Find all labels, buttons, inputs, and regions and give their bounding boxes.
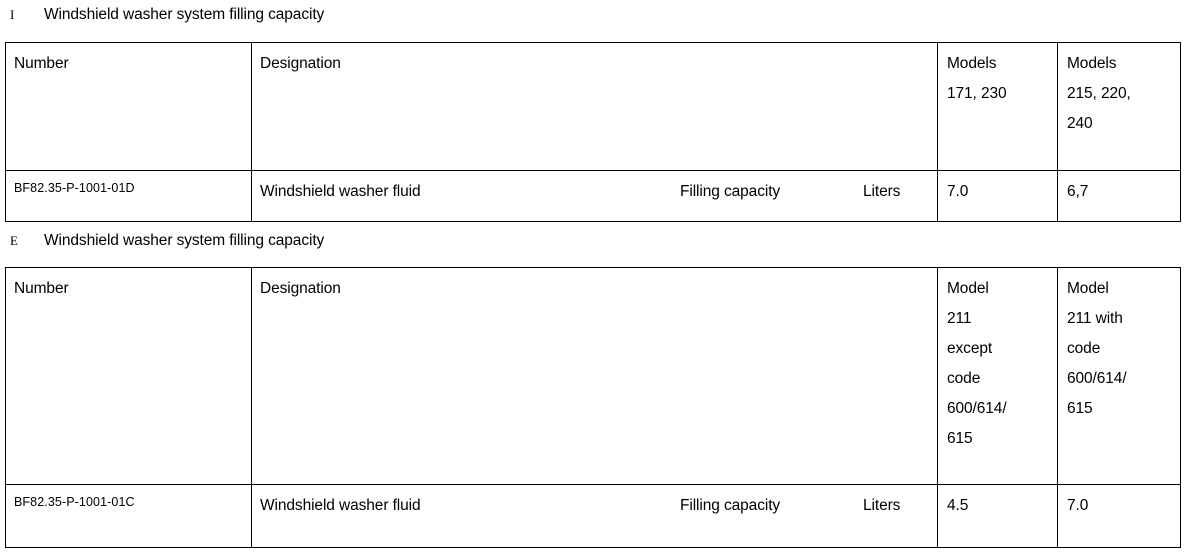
filling-capacity-table-2: Number Designation Model 211 except code… bbox=[5, 267, 1181, 548]
row-number-value: BF82.35-P-1001-01C bbox=[14, 495, 135, 509]
table-header-row: Number Designation Models 171, 230 Model… bbox=[5, 42, 1181, 171]
cell-value-model-b: 6,7 bbox=[1057, 170, 1181, 222]
header-cell-number: Number bbox=[5, 267, 252, 485]
header-number-label: Number bbox=[14, 280, 69, 297]
header-model-b-line-1: Models bbox=[1067, 55, 1117, 72]
header-cell-model-b: Models 215, 220, 240 bbox=[1057, 42, 1181, 171]
row-value-b: 6,7 bbox=[1067, 183, 1089, 200]
header-model-a-line-1: Model bbox=[947, 280, 989, 297]
row-number-value: BF82.35-P-1001-01D bbox=[14, 181, 135, 195]
header-model-b-line-2: 215, 220, bbox=[1067, 85, 1131, 102]
header-number-label: Number bbox=[14, 55, 69, 72]
row-unit-label: Liters bbox=[863, 183, 901, 200]
header-model-a-line-2: 171, 230 bbox=[947, 85, 1007, 102]
header-model-a-line-5: 600/614/ bbox=[947, 400, 1007, 417]
header-cell-number: Number bbox=[5, 42, 252, 171]
table-row: BF82.35-P-1001-01C Windshield washer flu… bbox=[5, 484, 1181, 548]
header-model-a-line-6: 615 bbox=[947, 430, 973, 447]
row-attribute-label: Filling capacity bbox=[680, 497, 781, 514]
cell-number: BF82.35-P-1001-01D bbox=[5, 170, 252, 222]
header-model-a-line-1: Models bbox=[947, 55, 997, 72]
section-letter: I bbox=[10, 7, 15, 22]
header-model-b-line-5: 615 bbox=[1067, 400, 1093, 417]
header-cell-designation: Designation bbox=[251, 267, 938, 485]
table-row: BF82.35-P-1001-01D Windshield washer flu… bbox=[5, 170, 1181, 222]
cell-value-model-a: 4.5 bbox=[937, 484, 1058, 548]
table-header-row: Number Designation Model 211 except code… bbox=[5, 267, 1181, 485]
header-designation-label: Designation bbox=[260, 280, 341, 297]
header-model-b-line-3: code bbox=[1067, 340, 1101, 357]
row-value-a: 4.5 bbox=[947, 497, 969, 514]
header-cell-designation: Designation bbox=[251, 42, 938, 171]
header-cell-model-a: Model 211 except code 600/614/ 615 bbox=[937, 267, 1058, 485]
row-designation-group: Windshield washer fluid Filling capacity… bbox=[252, 171, 937, 227]
section-title: Windshield washer system filling capacit… bbox=[44, 232, 325, 249]
header-model-a-lines: Models 171, 230 bbox=[938, 43, 1057, 109]
header-designation-label: Designation bbox=[260, 55, 341, 72]
header-model-a-line-4: code bbox=[947, 370, 981, 387]
header-model-b-line-3: 240 bbox=[1067, 115, 1093, 132]
row-designation-value: Windshield washer fluid bbox=[260, 497, 421, 514]
section-heading-2: E Windshield washer system filling capac… bbox=[10, 232, 324, 250]
header-model-b-lines: Model 211 with code 600/614/ 615 bbox=[1058, 268, 1180, 424]
cell-value-model-a: 7.0 bbox=[937, 170, 1058, 222]
row-designation-value: Windshield washer fluid bbox=[260, 183, 421, 200]
header-model-a-line-2: 211 bbox=[947, 310, 972, 327]
filling-capacity-table-1: Number Designation Models 171, 230 Model… bbox=[5, 42, 1181, 222]
row-attribute-label: Filling capacity bbox=[680, 183, 781, 200]
section-title: Windshield washer system filling capacit… bbox=[44, 6, 325, 23]
cell-designation: Windshield washer fluid Filling capacity… bbox=[251, 484, 938, 548]
section-heading-1: I Windshield washer system filling capac… bbox=[10, 6, 324, 24]
header-model-a-lines: Model 211 except code 600/614/ 615 bbox=[938, 268, 1057, 454]
cell-number: BF82.35-P-1001-01C bbox=[5, 484, 252, 548]
row-value-a: 7.0 bbox=[947, 183, 969, 200]
header-model-b-line-1: Model bbox=[1067, 280, 1109, 297]
row-designation-group: Windshield washer fluid Filling capacity… bbox=[252, 485, 937, 553]
header-cell-model-a: Models 171, 230 bbox=[937, 42, 1058, 171]
header-model-a-line-3: except bbox=[947, 340, 993, 357]
cell-designation: Windshield washer fluid Filling capacity… bbox=[251, 170, 938, 222]
header-cell-model-b: Model 211 with code 600/614/ 615 bbox=[1057, 267, 1181, 485]
cell-value-model-b: 7.0 bbox=[1057, 484, 1181, 548]
header-model-b-line-4: 600/614/ bbox=[1067, 370, 1127, 387]
row-value-b: 7.0 bbox=[1067, 497, 1089, 514]
header-model-b-line-2: 211 with bbox=[1067, 310, 1123, 327]
header-model-b-lines: Models 215, 220, 240 bbox=[1058, 43, 1180, 139]
row-unit-label: Liters bbox=[863, 497, 901, 514]
section-letter: E bbox=[10, 233, 18, 248]
